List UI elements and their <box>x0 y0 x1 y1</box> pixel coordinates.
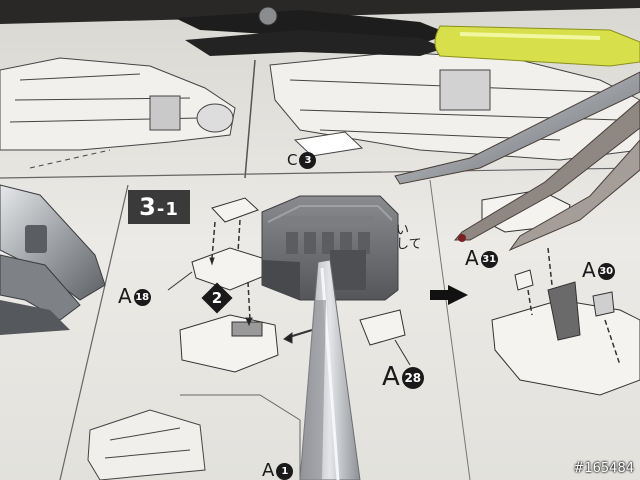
part-number-badge: 31 <box>480 251 498 268</box>
ship-drawing-top-left <box>0 57 236 169</box>
part-number-badge: 1 <box>276 462 294 480</box>
jp-line-1: い <box>396 223 410 238</box>
tweezers-foreground <box>299 259 361 480</box>
part-number-badge: 28 <box>401 366 424 389</box>
step-3-1-drawings <box>167 197 411 373</box>
part-number-badge: 18 <box>133 289 151 306</box>
tweezers-right <box>394 71 640 252</box>
part-number-badge: 30 <box>597 263 615 280</box>
jp-line-2: して <box>396 237 422 252</box>
image-watermark: #165484 <box>573 461 634 476</box>
diamond-step-number: 2 <box>211 289 223 307</box>
part-letter: A <box>118 284 132 308</box>
gray-plastic-part <box>261 195 399 301</box>
assembly-arrow <box>448 285 468 305</box>
step-number-badge: 3-1 <box>128 190 190 224</box>
step-sub: -1 <box>156 199 179 220</box>
part-letter: C <box>287 151 298 169</box>
part-letter: A <box>582 258 596 282</box>
step-main: 3 <box>139 193 157 221</box>
side-cutter-nippers <box>175 6 640 67</box>
part-letter: A <box>262 460 275 480</box>
metal-clamp-left <box>0 184 106 335</box>
bottom-drawing <box>87 394 301 480</box>
part-number-badge: 3 <box>299 152 317 169</box>
part-letter: A <box>465 246 479 270</box>
part-letter: A <box>382 362 400 392</box>
japanese-note: い して <box>396 224 422 252</box>
